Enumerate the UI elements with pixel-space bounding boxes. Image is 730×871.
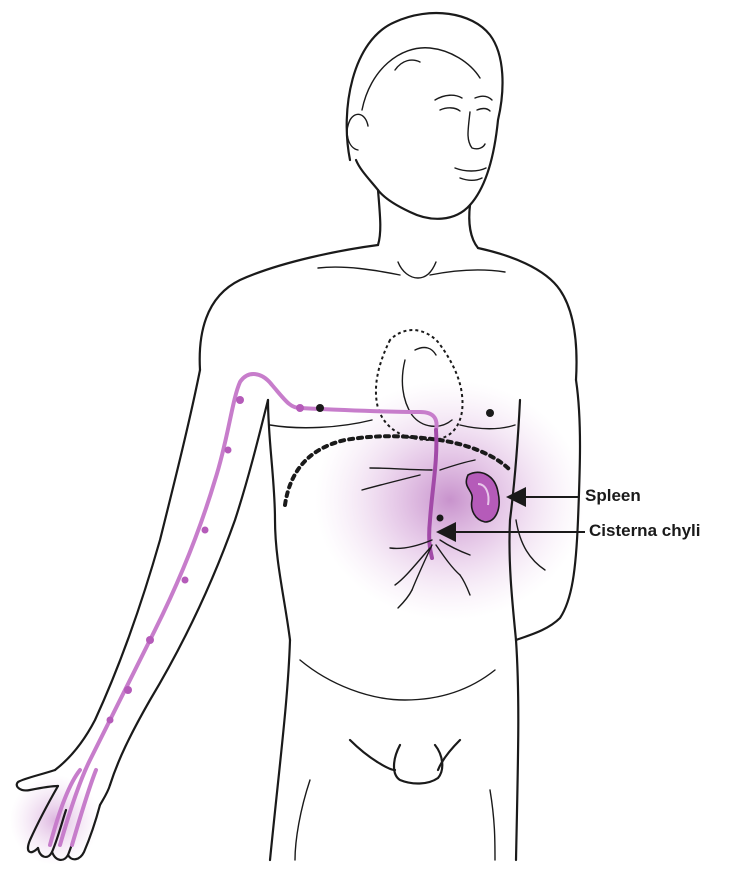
cisterna-chyli-label: Cisterna chyli <box>589 521 701 541</box>
cisterna-chyli-node <box>437 515 444 522</box>
abdominal-glow <box>315 380 585 620</box>
head <box>347 13 503 219</box>
hand-glow <box>10 775 100 865</box>
spleen-label: Spleen <box>585 486 641 506</box>
left-arm <box>17 370 268 860</box>
